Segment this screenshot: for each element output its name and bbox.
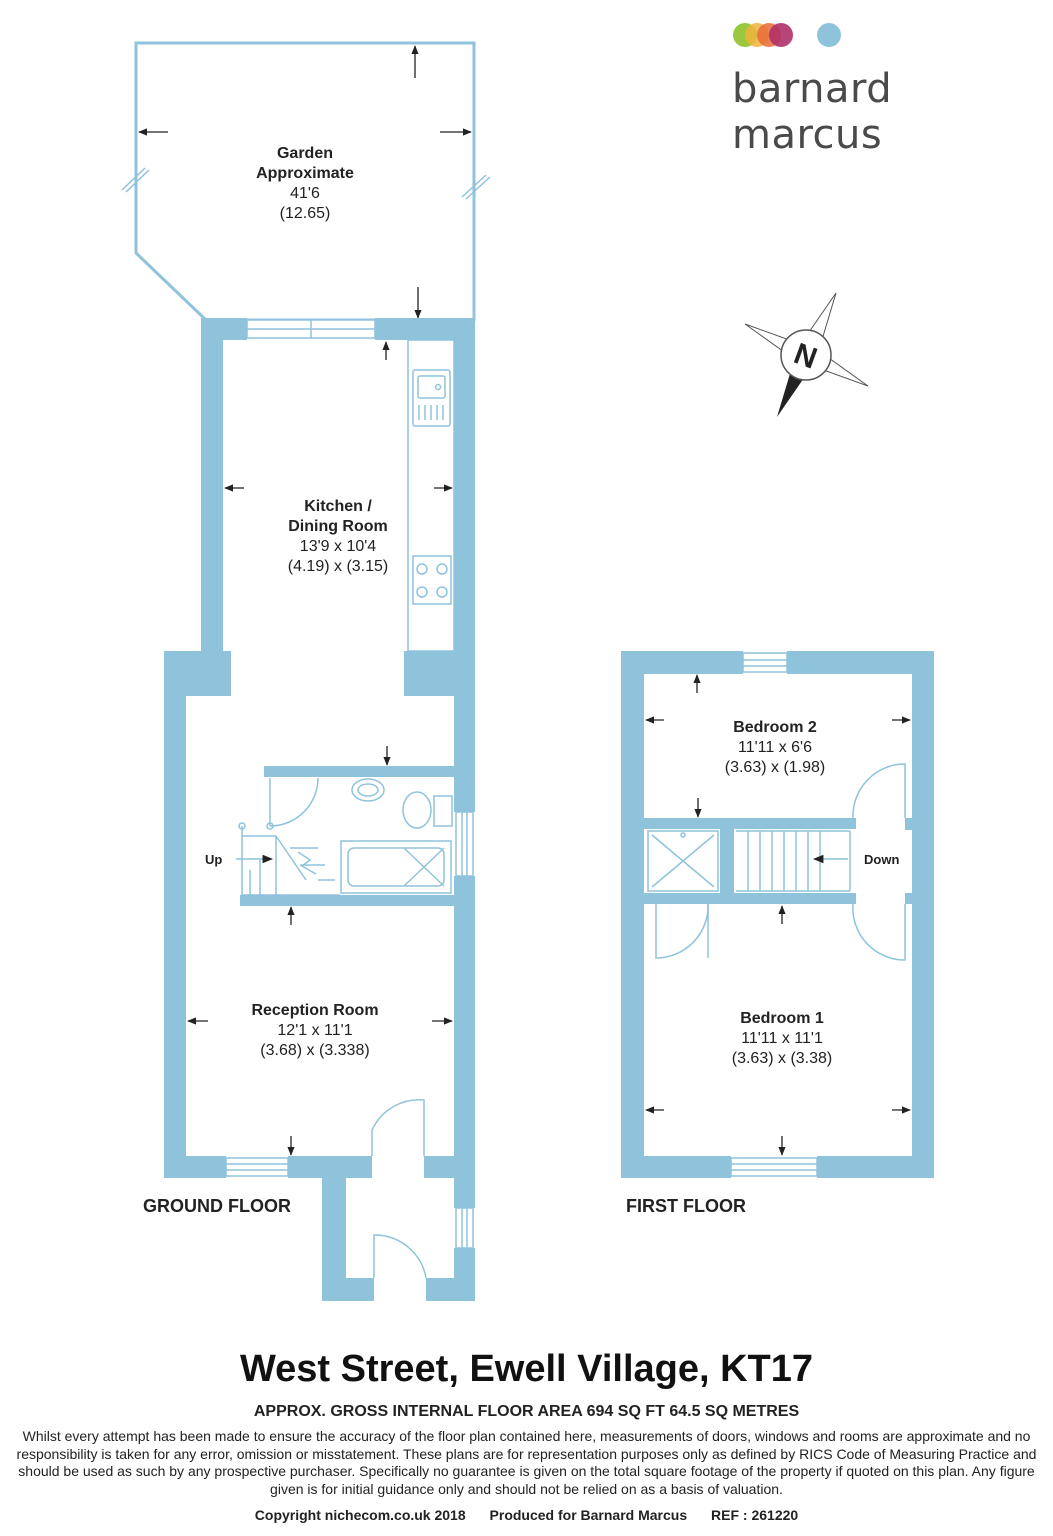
garden-dim-imperial: 41'6 [290,185,320,202]
reception-dim-imperial: 12'1 x 11'1 [277,1022,352,1039]
brand-name: barnard marcus [732,66,893,158]
bathroom-fittings [340,778,453,894]
ground-floor-stairs [236,822,340,896]
brand-dots-icon [733,23,841,47]
ground-floor-label: GROUND FLOOR [143,1196,291,1216]
kitchen-dim-metric: (4.19) x (3.15) [288,558,388,575]
first-floor-walls [621,651,934,1178]
stairs-up-label: Up [205,852,222,867]
first-floor-fittings [647,830,851,892]
kitchen-fittings [407,339,455,652]
first-floor-doors [655,763,906,961]
bedroom2-dim-imperial: 11'11 x 6'6 [738,739,812,756]
property-address: West Street, Ewell Village, KT17 [239,1348,814,1390]
compass-icon: N [744,292,869,417]
ground-floor-dimension-arrows [187,341,453,1156]
bedroom2-dim-metric: (3.63) x (1.98) [725,759,825,776]
kitchen-name-1: Kitchen / [304,498,372,515]
bedroom1-dim-metric: (3.63) x (3.38) [732,1050,832,1067]
ground-floor-doors [269,777,427,1279]
garden-dim-metric: (12.65) [280,205,331,222]
disclaimer-text: Whilst every attempt has been made to en… [16,1428,1037,1497]
reception-name: Reception Room [251,1002,378,1019]
garden-name-1: Garden [277,145,333,162]
bedroom2-name: Bedroom 2 [733,719,817,736]
produced-for-text: Produced for Barnard Marcus [489,1507,688,1523]
kitchen-dim-imperial: 13'9 x 10'4 [300,538,376,555]
first-floor-dimension-arrows [645,674,911,1156]
kitchen-name-2: Dining Room [288,518,388,535]
brand-logo: barnard marcus [728,18,1038,158]
reference-text: REF : 261220 [711,1507,799,1523]
reception-dim-metric: (3.68) x (3.338) [260,1042,369,1059]
ground-floor-walls [164,318,475,1301]
stairs-down-label: Down [864,852,899,867]
copyright-line: Copyright nichecom.co.uk 2018 Produced f… [0,1507,1053,1523]
first-floor-label: FIRST FLOOR [626,1196,746,1216]
floor-area-summary: APPROX. GROSS INTERNAL FLOOR AREA 694 SQ… [253,1403,800,1420]
bedroom1-name: Bedroom 1 [740,1010,824,1027]
ground-floor-windows [225,319,474,1249]
copyright-text: Copyright nichecom.co.uk 2018 [254,1507,466,1523]
garden-name-2: Approximate [256,165,354,182]
first-floor-windows [730,652,818,1177]
bedroom1-dim-imperial: 11'11 x 11'1 [741,1030,823,1047]
